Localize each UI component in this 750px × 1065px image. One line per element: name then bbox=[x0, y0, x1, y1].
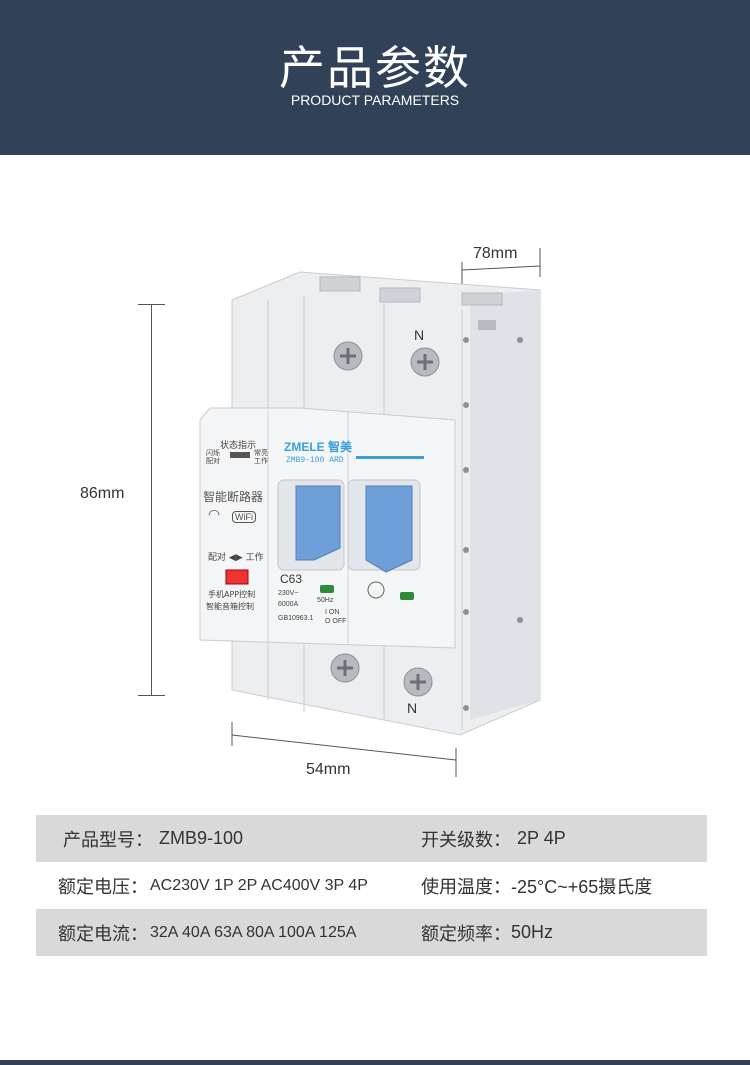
height-dimension-tick-bottom bbox=[138, 695, 165, 696]
on-label: I ON bbox=[325, 609, 340, 616]
spec-value: 32A 40A 63A 80A 100A 125A bbox=[150, 923, 357, 941]
flash-label: 闪烁 bbox=[206, 449, 220, 457]
width-dimension-line bbox=[231, 248, 541, 777]
spec-value: ZMB9-100 bbox=[159, 828, 244, 848]
footer-bar bbox=[0, 1060, 750, 1065]
breaker-body bbox=[199, 271, 541, 736]
spec-value: 2P 4P bbox=[517, 828, 566, 848]
spec-table: 产品型号： ZMB9-100 开关级数： 2P 4P 额定电压： AC230V … bbox=[36, 815, 707, 956]
spec-cell-current: 额定电流： 32A 40A 63A 80A 100A 125A bbox=[36, 909, 416, 956]
spec-cell-poles: 开关级数： 2P 4P bbox=[421, 815, 707, 862]
neutral-label-top: N bbox=[414, 327, 425, 343]
spec-label: 额定电流： bbox=[58, 923, 148, 945]
device-name-label: 智能断路器 bbox=[203, 490, 264, 504]
header-banner: 产品参数 PRODUCT PARAMETERS bbox=[0, 0, 750, 155]
wifi-icon: ◠ bbox=[208, 507, 221, 523]
page-subtitle: PRODUCT PARAMETERS bbox=[290, 92, 460, 108]
pair-label: 配对 bbox=[206, 457, 220, 465]
spec-cell-temperature: 使用温度： -25°C~+65摄氏度 bbox=[421, 862, 707, 909]
work-label: 工作 bbox=[254, 457, 268, 465]
spec-value: AC230V 1P 2P AC400V 3P 4P bbox=[150, 876, 368, 894]
standard-label: GB10963.1 bbox=[278, 615, 314, 622]
spec-row-current: 额定电流： 32A 40A 63A 80A 100A 125A 额定频率： 50… bbox=[36, 909, 707, 956]
height-dimension-tick-top bbox=[138, 304, 165, 305]
spec-label: 产品型号： bbox=[63, 829, 153, 851]
spec-value: -25°C~+65摄氏度 bbox=[511, 876, 653, 897]
depth-label: 78mm bbox=[473, 245, 518, 262]
voltage-label: 230V~ bbox=[278, 590, 299, 597]
frequency-label: 50Hz bbox=[317, 597, 334, 604]
switch-mode-label: 配对 ◀▶ 工作 bbox=[208, 553, 264, 563]
spec-row-model: 产品型号： ZMB9-100 开关级数： 2P 4P bbox=[36, 815, 707, 862]
spec-label: 额定电压： bbox=[58, 876, 148, 898]
spec-label: 额定频率： bbox=[421, 923, 511, 945]
voice-control-label: 智能音箱控制 bbox=[206, 602, 254, 611]
wifi-label: WiFi bbox=[232, 511, 256, 523]
rating-label: C63 bbox=[280, 572, 303, 586]
spec-label: 开关级数： bbox=[421, 829, 511, 851]
product-illustration: 86mm 54mm 78mm bbox=[80, 245, 541, 778]
page-title: 产品参数 bbox=[279, 41, 471, 95]
brand-label: ZMELE 智美 bbox=[284, 440, 352, 454]
off-label: O OFF bbox=[325, 618, 347, 625]
height-dimension-line bbox=[151, 304, 152, 696]
spec-row-voltage: 额定电压： AC230V 1P 2P AC400V 3P 4P 使用温度： -2… bbox=[36, 862, 707, 909]
spec-cell-frequency: 额定频率： 50Hz bbox=[421, 909, 707, 956]
app-control-label: 手机APP控制 bbox=[208, 590, 256, 599]
capacity-label: 6000A bbox=[278, 601, 299, 608]
neutral-label-bottom: N bbox=[407, 700, 418, 716]
spec-label: 使用温度： bbox=[421, 876, 511, 898]
spec-value: 50Hz bbox=[511, 922, 554, 942]
status-indicator-label: 状态指示 bbox=[220, 441, 257, 451]
spec-cell-voltage: 额定电压： AC230V 1P 2P AC400V 3P 4P bbox=[36, 862, 416, 909]
steady-label: 常亮 bbox=[254, 449, 268, 457]
width-label: 54mm bbox=[306, 761, 351, 778]
spec-cell-model: 产品型号： ZMB9-100 bbox=[36, 815, 416, 862]
height-label: 86mm bbox=[80, 485, 125, 502]
model-text: ZMB9-100 ARD bbox=[286, 456, 344, 465]
